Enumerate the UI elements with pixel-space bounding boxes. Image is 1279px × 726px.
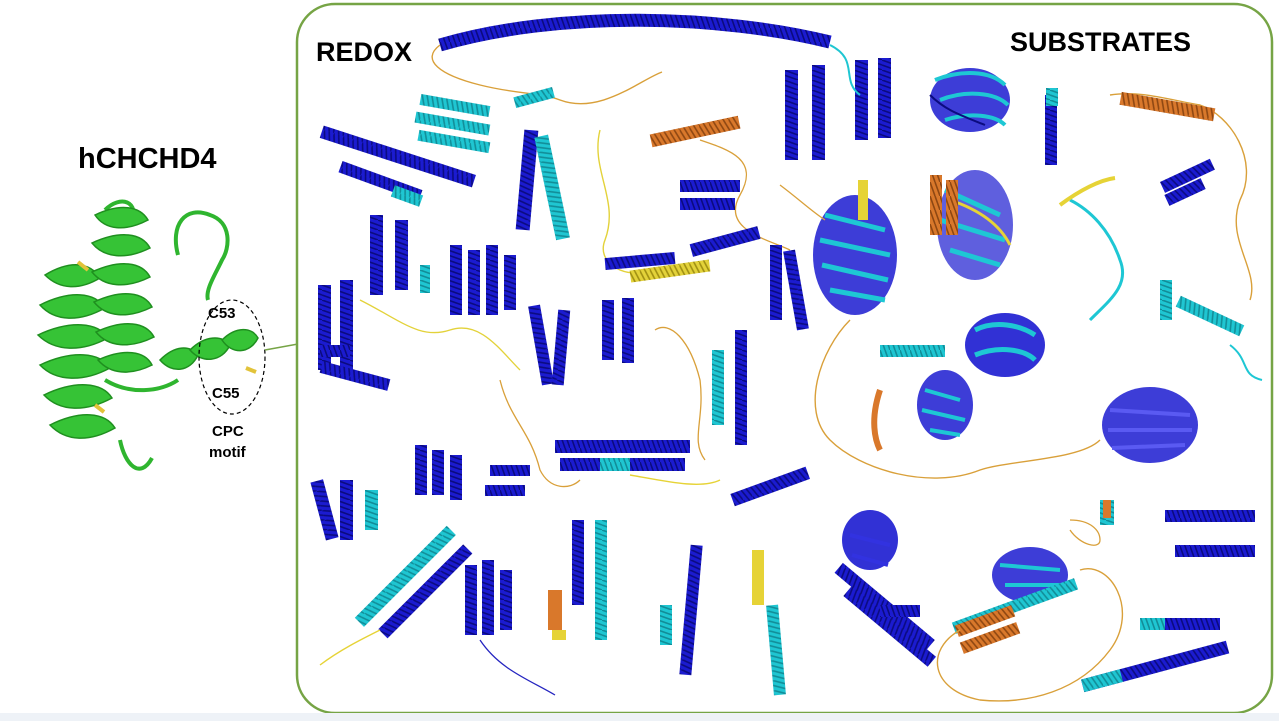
substrates-panel bbox=[297, 4, 1272, 713]
bottom-strip bbox=[0, 713, 1279, 721]
chchd4-structure: hCHCHD4 bbox=[38, 108, 298, 584]
connector-line bbox=[265, 108, 298, 584]
residue-c53-label: C53 bbox=[208, 305, 236, 322]
helix-2 bbox=[92, 208, 154, 373]
residue-c55-label: C55 bbox=[212, 385, 240, 402]
helix-3 bbox=[160, 330, 258, 370]
motif-label-line1: CPC bbox=[212, 423, 244, 440]
protein-loop bbox=[105, 380, 178, 469]
motif-label-line2: motif bbox=[209, 444, 247, 461]
protein-name: hCHCHD4 bbox=[78, 143, 217, 175]
substrates-label: SUBSTRATES bbox=[1010, 27, 1191, 57]
redox-label: REDOX bbox=[316, 37, 412, 67]
